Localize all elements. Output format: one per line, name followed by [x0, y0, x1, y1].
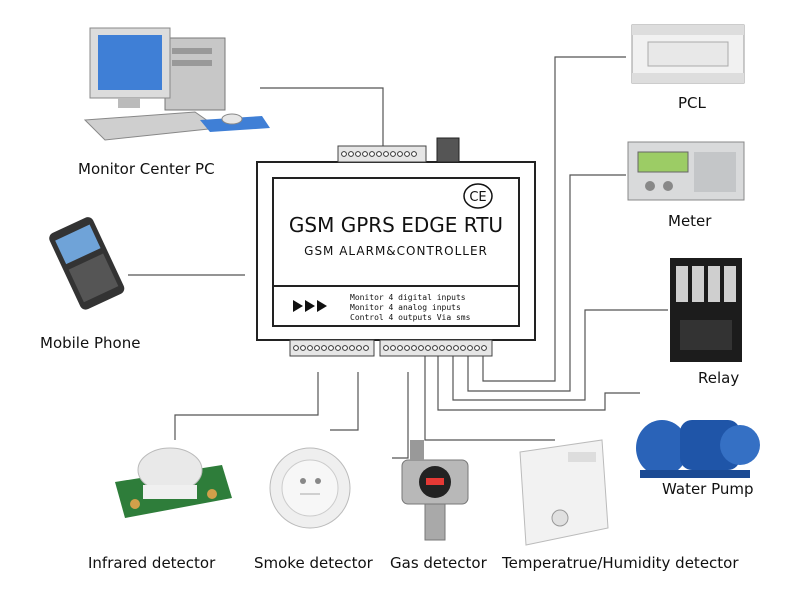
terminal-pin — [369, 151, 375, 157]
line-gas — [392, 372, 409, 459]
terminal-pin — [446, 345, 452, 351]
line-smoke — [330, 372, 359, 431]
infrared-detector-icon — [115, 447, 232, 518]
line-infrared — [174, 372, 319, 440]
terminal-pin — [411, 151, 417, 157]
device-title: GSM GPRS EDGE RTU — [289, 213, 503, 237]
terminal-pin — [314, 345, 320, 351]
terminal-pins — [293, 151, 487, 351]
feature-3: Control 4 outputs Via sms — [350, 313, 471, 322]
line-meter — [467, 174, 626, 392]
line-pcl — [482, 56, 626, 382]
terminal-pin — [397, 151, 403, 157]
terminal-pin — [307, 345, 313, 351]
feature-1: Monitor 4 digital inputs — [350, 293, 466, 302]
label-relay: Relay — [698, 369, 739, 387]
terminal-pin — [404, 151, 410, 157]
label-pc: Monitor Center PC — [78, 160, 215, 178]
plc-icon — [631, 24, 745, 84]
water-pump-icon — [636, 420, 760, 478]
feature-2: Monitor 4 analog inputs — [350, 303, 461, 312]
device-subtitle: GSM ALARM&CONTROLLER — [304, 244, 488, 258]
line-relay — [452, 309, 668, 401]
terminal-pin — [383, 151, 389, 157]
gas-detector-icon — [401, 440, 469, 541]
label-pcl: PCL — [678, 94, 707, 112]
terminal-pin — [467, 345, 473, 351]
terminal-pin — [341, 151, 347, 157]
terminal-pin — [390, 345, 396, 351]
terminal-pin — [425, 345, 431, 351]
terminal-pin — [293, 345, 299, 351]
label-meter: Meter — [668, 212, 712, 230]
smoke-detector-icon — [269, 447, 351, 529]
terminal-pin — [474, 345, 480, 351]
label-infrared: Infrared detector — [88, 554, 216, 572]
label-gas: Gas detector — [390, 554, 488, 572]
terminal-pin — [453, 345, 459, 351]
label-phone: Mobile Phone — [40, 334, 140, 352]
terminal-pin — [376, 151, 382, 157]
terminal-pin — [418, 345, 424, 351]
terminal-pin — [432, 345, 438, 351]
terminal-pin — [342, 345, 348, 351]
label-pump: Water Pump — [662, 480, 754, 498]
terminal-pin — [300, 345, 306, 351]
mobile-phone-icon — [49, 217, 125, 310]
ce-mark: CE — [469, 190, 486, 205]
terminal-pin — [383, 345, 389, 351]
terminal-pin — [355, 151, 361, 157]
terminal-pin — [397, 345, 403, 351]
terminal-pin — [363, 345, 369, 351]
relay-icon — [670, 258, 742, 362]
temperature-humidity-detector-icon — [519, 439, 609, 546]
terminal-pin — [335, 345, 341, 351]
meter-icon — [627, 141, 745, 201]
computer-icon — [83, 27, 270, 141]
connection-lines — [128, 56, 668, 459]
line-pc — [260, 87, 384, 148]
terminal-pin — [439, 345, 445, 351]
terminal-pin — [460, 345, 466, 351]
terminal-pin — [356, 345, 362, 351]
terminal-pin — [390, 151, 396, 157]
label-smoke: Smoke detector — [254, 554, 374, 572]
terminal-pin — [481, 345, 487, 351]
terminal-pin — [411, 345, 417, 351]
rtu-device — [256, 137, 536, 357]
terminal-pin — [328, 345, 334, 351]
line-pump — [437, 348, 640, 411]
label-temp: Temperatrue/Humidity detector — [501, 554, 739, 572]
terminal-pin — [349, 345, 355, 351]
terminal-pin — [362, 151, 368, 157]
terminal-pin — [348, 151, 354, 157]
terminal-pin — [321, 345, 327, 351]
line-temp — [424, 348, 555, 441]
terminal-pin — [404, 345, 410, 351]
